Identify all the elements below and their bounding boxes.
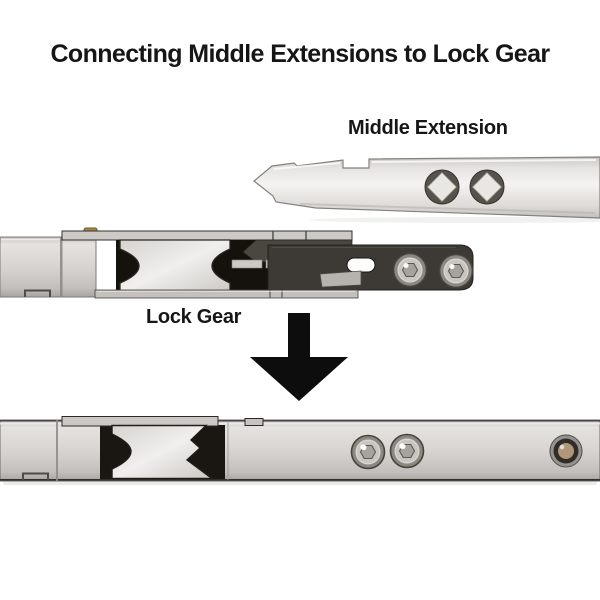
down-arrow-icon: [250, 313, 348, 401]
assembled-bar: [0, 419, 600, 482]
screw-icon: [392, 252, 428, 288]
strip-bottom-shade: [299, 203, 596, 214]
screw-icon: [389, 433, 425, 469]
rail-seams: [272, 231, 307, 240]
silver-tongue: [319, 270, 362, 288]
lock-cam-plate: [111, 424, 215, 480]
lock-gear-assembly: [0, 227, 474, 299]
middle-extension-strip: [253, 156, 600, 223]
screw-icon: [350, 434, 386, 470]
screw-sparkle: [360, 444, 366, 450]
down-arrow-shape: [250, 313, 348, 401]
bottom-rail: [94, 289, 359, 299]
connected-assembly: [0, 416, 600, 485]
bar-seam: [56, 420, 58, 481]
strip-top-highlight: [273, 159, 597, 170]
bar-seam: [60, 237, 63, 297]
silver-tab: [231, 259, 263, 269]
page-title: Connecting Middle Extensions to Lock Gea…: [50, 40, 550, 68]
fixing-hole: [549, 434, 583, 468]
strip-shadow: [310, 217, 600, 223]
screw-sparkle: [399, 443, 405, 449]
bar-notch: [22, 472, 49, 480]
middle-extension-label: Middle Extension: [348, 117, 508, 139]
channel-left-bar: [0, 236, 97, 298]
adjustment-slot: [346, 257, 376, 273]
square-spindle-hole: [469, 169, 505, 205]
top-rail: [61, 416, 219, 427]
top-tab: [244, 418, 264, 426]
bar-notch: [24, 289, 51, 297]
screw-icon: [438, 253, 474, 289]
lock-gear-label: Lock Gear: [146, 306, 242, 328]
top-rail: [61, 230, 353, 241]
square-spindle-hole: [424, 169, 460, 205]
assembly-shadow: [3, 481, 597, 485]
